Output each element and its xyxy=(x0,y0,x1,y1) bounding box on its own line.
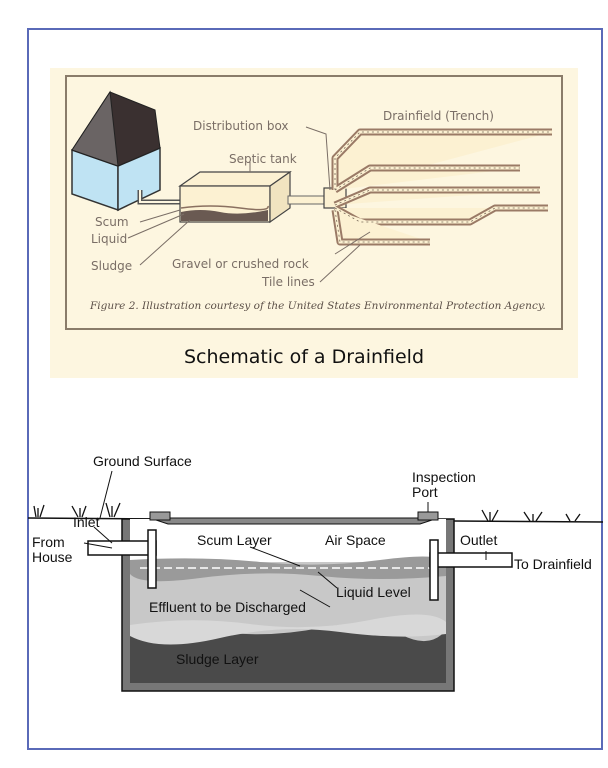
from-house-label-line2: House xyxy=(32,549,73,565)
drainfield-label: Drainfield (Trench) xyxy=(383,109,494,123)
liquid-label: Liquid xyxy=(91,232,128,246)
page-title: Schematic of a Drainfield xyxy=(183,346,425,368)
inspection-port-cap xyxy=(417,511,439,521)
sludge-label: Sludge xyxy=(91,259,133,273)
inspection-port-label-line2: Port xyxy=(412,484,438,500)
liquid-level-label: Liquid Level xyxy=(336,584,411,600)
air-space-label: Air Space xyxy=(325,532,386,548)
tile-lines-label: Tile lines xyxy=(262,275,315,289)
outlet-baffle xyxy=(429,539,439,601)
distribution-box-label: Distribution box xyxy=(193,119,289,133)
from-house-label-line1: From xyxy=(32,534,65,550)
top-illustration-border xyxy=(65,75,563,330)
to-drainfield-label: To Drainfield xyxy=(514,556,592,572)
page-frame xyxy=(27,28,603,750)
sludge-layer-label: Sludge Layer xyxy=(176,651,259,667)
inspection-port-label-line1: Inspection xyxy=(412,469,476,485)
septic-tank-label: Septic tank xyxy=(229,152,297,166)
figure-caption: Figure 2. Illustration courtesy of the U… xyxy=(90,300,546,312)
gravel-label: Gravel or crushed rock xyxy=(172,257,309,271)
outlet-pipe xyxy=(429,552,513,568)
septic-tank-side xyxy=(269,170,291,224)
grass-tufts xyxy=(33,502,581,522)
scum-layer-label: Scum Layer xyxy=(197,532,272,548)
scum-label: Scum xyxy=(95,215,129,229)
leader-lines xyxy=(83,470,487,608)
septic-tank-sludge xyxy=(181,210,268,221)
inlet-baffle xyxy=(147,529,157,589)
tank-lid xyxy=(149,517,439,525)
inlet-riser xyxy=(149,511,171,521)
inlet-pipe xyxy=(87,540,157,556)
outlet-label: Outlet xyxy=(460,532,498,548)
effluent-label: Effluent to be Discharged xyxy=(149,599,306,615)
house-gable xyxy=(71,90,119,167)
ground-surface-label: Ground Surface xyxy=(93,453,192,469)
scum-layer xyxy=(130,556,446,582)
inlet-label: Inlet xyxy=(73,514,100,530)
